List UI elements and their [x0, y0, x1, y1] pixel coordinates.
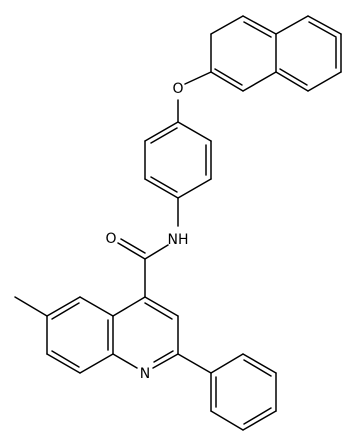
phenylene-ring: [144, 121, 212, 199]
amide-nh: NH: [144, 197, 189, 260]
quinoline-benzo-ring: [46, 296, 114, 374]
methyl-group: [14, 296, 48, 317]
amide-oxygen-label: O: [105, 231, 116, 247]
naphthalene-ring-right: [275, 15, 342, 92]
ether-oxygen: O: [172, 71, 212, 123]
quinoline-pyridine-ring: N: [112, 296, 179, 382]
ether-oxygen-label: O: [172, 81, 183, 97]
naphthalene-ring-left: [210, 15, 277, 92]
quinoline-nitrogen-label: N: [140, 366, 150, 382]
phenyl-ring: [177, 353, 277, 431]
carbonyl-group: O: [105, 231, 146, 298]
amide-nh-label: NH: [168, 232, 189, 248]
